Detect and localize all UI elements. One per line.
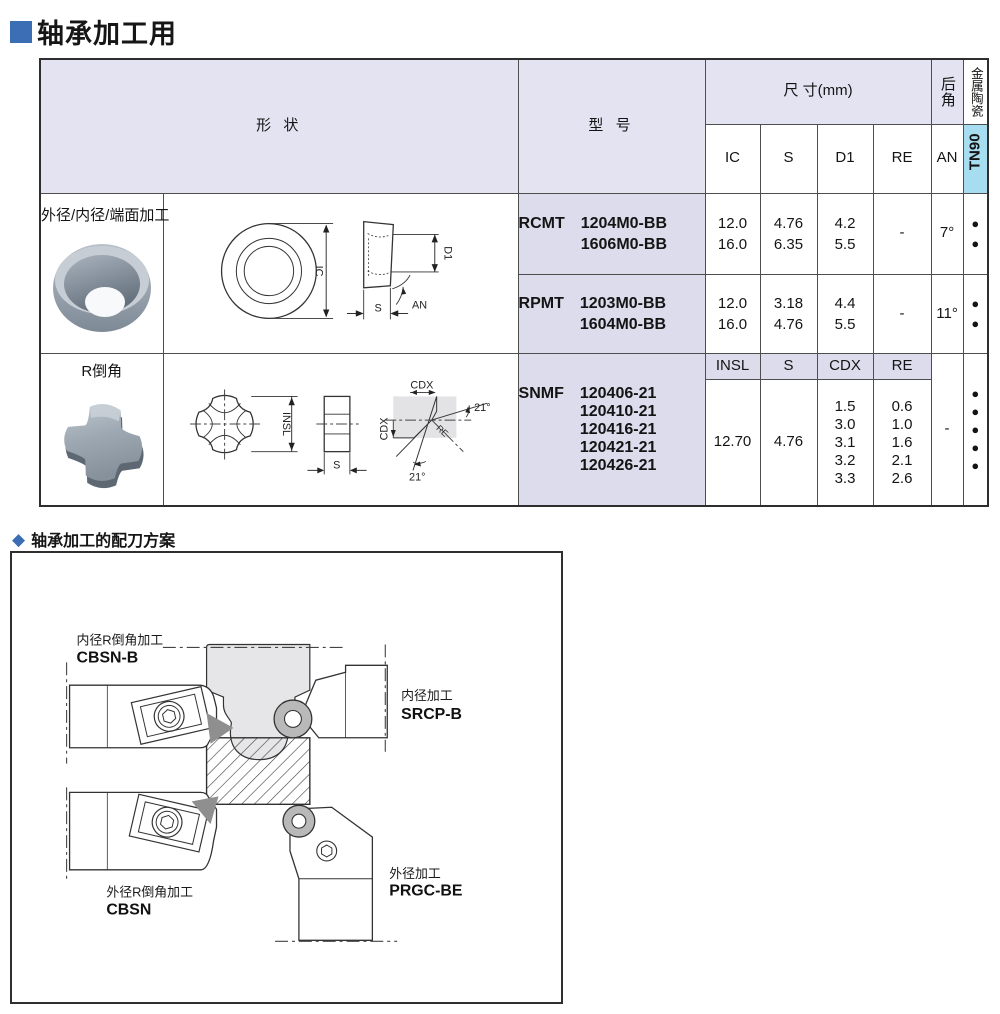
snmf-model-cell: SNMF 120406-21 120410-21 120416-21 12042… (517, 353, 706, 507)
rpmt-re: - (872, 273, 932, 355)
scheme-title-text: 轴承加工的配刀方案 (31, 533, 176, 550)
dim-ic-label: IC (312, 265, 324, 276)
rpmt-d1: 4.4 5.5 (816, 273, 874, 355)
label-cbsn-b-model: CBSN-B (77, 649, 139, 666)
series-name: SNMF (518, 384, 564, 402)
subcol-s: S (759, 353, 818, 381)
rcmt-s: 4.76 6.35 (759, 192, 818, 275)
model-number: 120416-21 (579, 420, 657, 438)
label-cbsn-model: CBSN (106, 902, 151, 919)
tool-srcp-b (273, 664, 388, 739)
group1-label: 外径/内径/端面加工 (41, 207, 170, 225)
snmf-insl: 12.70 (704, 379, 761, 507)
dim-insl-label: INSL (280, 412, 292, 436)
scheme-diagram-box: 内径R倒角加工 CBSN-B 内径加工 SRCP-B 外径R倒角加工 CBSN … (10, 551, 563, 1004)
round-insert-drawing: IC D1 AN S (220, 220, 454, 319)
rcmt-cermet-dots: ● ● (962, 192, 989, 275)
label-prgc-be-model: PRGC-BE (389, 883, 462, 900)
dim-an-label: AN (412, 299, 427, 311)
rpmt-s: 3.18 4.76 (759, 273, 818, 355)
model-number: 120406-21 (579, 384, 657, 402)
cutting-tip (191, 796, 219, 825)
label-srcp-b-desc: 内径加工 (401, 688, 453, 703)
rpmt-ic: 12.0 16.0 (704, 273, 761, 355)
workpiece-section (205, 737, 311, 805)
header-relief-angle: 后角 (930, 58, 964, 125)
header-cermet: 金属陶瓷 (962, 58, 989, 125)
page-title: 轴承加工用 (10, 12, 177, 51)
dim-cdx-left-label: CDX (378, 418, 390, 441)
model-number: 1606M0-BB (580, 235, 667, 253)
col-s: S (759, 123, 818, 194)
col-tn90: TN90 (962, 123, 989, 194)
tool-cbsn (68, 791, 219, 871)
group2-photo-cell: R倒角 (39, 353, 164, 507)
rpmt-cermet-dots: ● ● (962, 273, 989, 355)
rpmt-an: 11° (930, 273, 964, 355)
group2-label: R倒角 (81, 363, 123, 381)
snmf-s: 4.76 (759, 379, 818, 507)
rcmt-re: - (872, 192, 932, 275)
snmf-re: 0.6 1.0 1.6 2.1 2.6 (872, 379, 932, 507)
model-number: 120421-21 (579, 438, 657, 456)
group2-drawing-cell: INSL S CDX CDX RE 21° 21° (162, 353, 519, 507)
cross-insert-photo (64, 404, 144, 489)
col-re: RE (872, 123, 932, 194)
group1-photo-cell: 外径/内径/端面加工 (39, 192, 170, 355)
clamp-screw (316, 840, 338, 862)
col-d1: D1 (816, 123, 874, 194)
subcol-insl: INSL (704, 353, 761, 381)
model-number: 1203M0-BB (579, 295, 667, 313)
rcmt-model-cell: RCMT 1204M0-BB 1606M0-BB (517, 192, 706, 275)
angle-bottom-label: 21° (409, 472, 425, 484)
rcmt-d1: 4.2 5.5 (816, 192, 874, 275)
angle-top-label: 21° (474, 402, 490, 414)
round-insert-photo (53, 243, 152, 332)
dim-cdx-top-label: CDX (410, 380, 433, 392)
label-cbsn-desc: 外径R倒角加工 (106, 885, 193, 900)
title-square-icon (10, 20, 32, 43)
diamond-icon: ◆ (12, 529, 26, 549)
cutting-tip (206, 712, 234, 744)
tool-prgc-be (282, 804, 374, 941)
snmf-cermet-dots: ● ● ● ● ● (962, 353, 989, 507)
col-ic: IC (704, 123, 761, 194)
series-name: RPMT (518, 295, 564, 313)
dim-s-label: S (333, 460, 340, 472)
page-title-text: 轴承加工用 (37, 19, 177, 49)
label-prgc-be-desc: 外径加工 (389, 866, 441, 881)
group1-drawing-cell: IC D1 AN S (162, 192, 519, 355)
rpmt-model-cell: RPMT 1203M0-BB 1604M0-BB (517, 273, 706, 355)
dim-s-label: S (375, 302, 382, 314)
scheme-title: ◆ 轴承加工的配刀方案 (12, 527, 175, 551)
snmf-an: - (930, 353, 964, 507)
cross-insert-drawing: INSL S CDX CDX RE 21° 21° (190, 380, 491, 484)
model-number: 1204M0-BB (580, 214, 667, 232)
tooling-scheme-diagram: 内径R倒角加工 CBSN-B 内径加工 SRCP-B 外径R倒角加工 CBSN … (66, 632, 462, 942)
insert-spec-table: 形 状 型 号 尺 寸(mm) 后角 金属陶瓷 IC S D1 RE AN TN… (39, 58, 990, 507)
model-number: 1604M0-BB (579, 316, 667, 334)
header-model: 型 号 (517, 58, 706, 194)
tool-cbsn-b (68, 684, 234, 749)
col-an: AN (930, 123, 964, 194)
snmf-cdx: 1.5 3.0 3.1 3.2 3.3 (816, 379, 874, 507)
label-cbsn-b-desc: 内径R倒角加工 (77, 632, 164, 647)
series-name: RCMT (518, 214, 565, 232)
subcol-cdx: CDX (816, 353, 874, 381)
rcmt-an: 7° (930, 192, 964, 275)
dim-d1-label: D1 (442, 246, 454, 260)
model-number: 120410-21 (579, 402, 657, 420)
model-number: 120426-21 (579, 456, 657, 474)
label-srcp-b-model: SRCP-B (401, 706, 462, 723)
subcol-re: RE (872, 353, 932, 381)
header-dimensions: 尺 寸(mm) (704, 58, 932, 125)
header-shape: 形 状 (39, 58, 519, 194)
rcmt-ic: 12.0 16.0 (704, 192, 761, 275)
